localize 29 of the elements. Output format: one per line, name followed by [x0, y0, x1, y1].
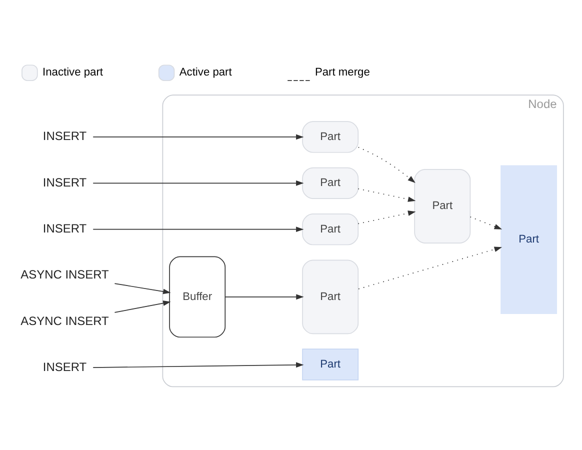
node-text: ASYNC INSERT: [20, 267, 109, 282]
arrow: [358, 146, 416, 182]
node-box: Part: [302, 166, 359, 198]
node-text: INSERT: [42, 174, 87, 189]
node-text: ASYNC INSERT: [20, 313, 109, 328]
node-box: Part: [414, 168, 471, 243]
node-box: Part: [302, 213, 359, 245]
arrow: [470, 216, 502, 229]
arrow: [114, 282, 171, 294]
arrow: [114, 300, 171, 312]
arrow: [224, 294, 304, 300]
node-text: INSERT: [42, 128, 87, 143]
legend-label: Inactive part: [42, 66, 104, 78]
node-text: INSERT: [42, 360, 87, 374]
node-box: Part: [302, 348, 359, 380]
arrow: [358, 188, 416, 202]
arrow: [92, 226, 304, 232]
arrow: [92, 134, 304, 140]
legend-label: Active part: [179, 66, 232, 78]
node-box: Part: [302, 120, 359, 152]
arrow: [92, 362, 304, 368]
node-box: Part: [302, 259, 359, 334]
node-text: INSERT: [42, 221, 87, 236]
arrow: [358, 210, 416, 224]
arrow: [358, 246, 502, 289]
legend-label: Part merge: [314, 66, 370, 78]
arrow: [92, 180, 304, 186]
node-box: Part: [500, 164, 558, 314]
node-box: Buffer: [169, 256, 226, 338]
